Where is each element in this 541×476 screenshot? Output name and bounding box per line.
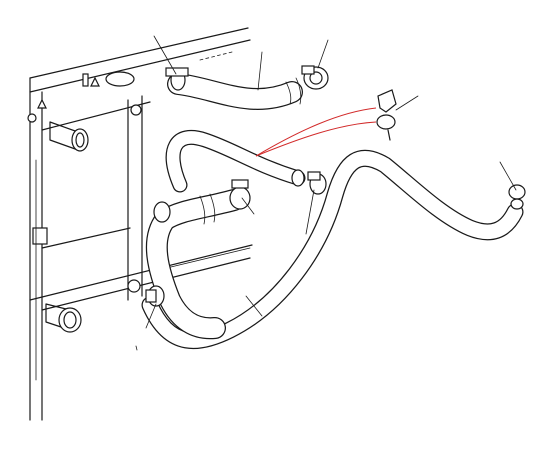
leader-center-clamp: [241, 197, 255, 215]
bypass-hose: [141, 149, 524, 349]
radiator-lower-outlet: [45, 303, 82, 333]
leader-clip: [395, 95, 419, 111]
hose-clamp-upper-left: [165, 67, 189, 91]
radiator-side-bracket: [32, 227, 48, 245]
radiator-mount-pin-lower: [127, 279, 141, 293]
leader-heater-tail: [305, 189, 315, 235]
radiator-top-dash: [199, 51, 233, 61]
radiator-mount-pin: [130, 104, 142, 116]
leader-upper-hose: [257, 51, 263, 91]
radiator-top-edge-inner: [29, 39, 251, 93]
radiator-bottom-edge: [29, 244, 253, 301]
leader-upper-clamp: [153, 35, 177, 75]
leader-right-end: [499, 161, 517, 191]
radiator-top-vent: [82, 73, 89, 87]
leader-lower-hose: [245, 295, 263, 317]
leader-small-mark: [135, 345, 138, 351]
heater-hose-loop: [165, 129, 306, 193]
radiator-filler-cap: [105, 71, 135, 87]
leader-upper-right-clamp: [317, 39, 329, 69]
leader-lines: [135, 35, 517, 351]
radiator-top-fitting: [27, 113, 37, 123]
radiator-top-edge: [29, 27, 249, 79]
lower-radiator-hose: [145, 189, 245, 340]
highlight-callout: [255, 107, 377, 157]
radiator-bleed-screw-icon: [90, 76, 100, 87]
retaining-clip-icon: [376, 89, 397, 141]
hose-clamp-lower: [145, 285, 165, 307]
hose-clamp-right-end: [508, 184, 526, 210]
hose-clamp-upper-right: [301, 65, 329, 90]
hose-clamp-center: [229, 179, 251, 210]
radiator-core-line-2: [41, 227, 131, 249]
radiator-drain-plug-icon: [37, 98, 47, 109]
radiator-upper-outlet: [49, 121, 89, 152]
radiator: [27, 27, 253, 421]
upper-radiator-hose: [167, 73, 303, 110]
leader-lower-clamp: [145, 303, 157, 329]
hose-clamp-heater: [291, 169, 327, 195]
radiator-bottom-edge-2: [41, 257, 251, 311]
hose-clamp-left-tank: [153, 201, 171, 223]
